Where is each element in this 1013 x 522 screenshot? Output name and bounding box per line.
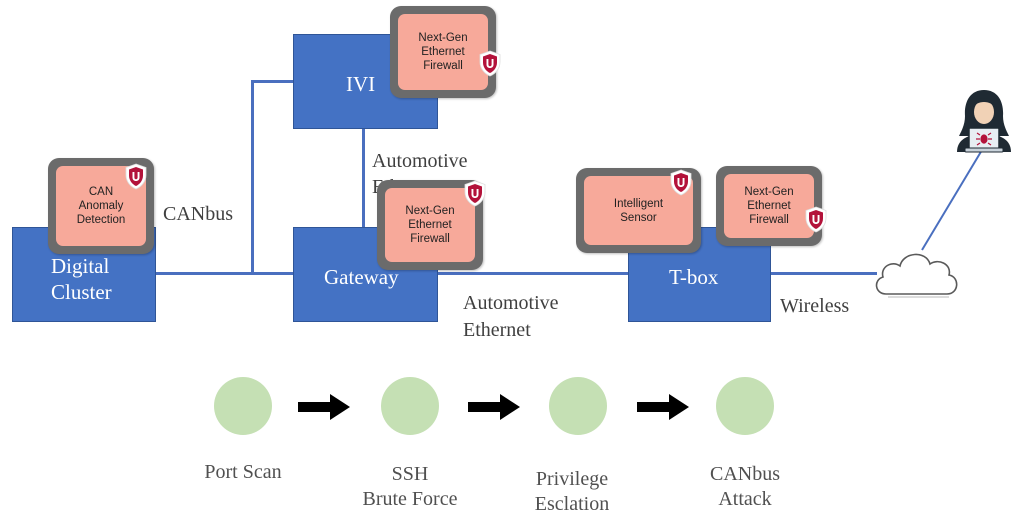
wireless-link-line	[921, 149, 983, 251]
shield-icon	[464, 180, 486, 207]
canbus-branch-vertical	[251, 80, 254, 274]
wireless-link-label: Wireless	[780, 295, 850, 317]
ivi-firewall-module: Next-Gen Ethernet Firewall	[390, 6, 496, 98]
gateway-firewall-label: Next-Gen Ethernet Firewall	[385, 188, 475, 262]
right-arrow-icon	[637, 394, 689, 420]
tbox-firewall-module: Next-Gen Ethernet Firewall	[716, 166, 822, 246]
right-arrow-icon	[298, 394, 350, 420]
canbus-line	[155, 272, 295, 275]
attack-step-label: CANbus Attack	[709, 463, 780, 510]
wireless-line	[769, 272, 877, 275]
ivi-label: IVI	[346, 72, 376, 96]
automotive-ethernet-bottom-label: Automotive Ethernet	[463, 292, 559, 341]
canbus-branch-to-ivi	[251, 80, 295, 83]
right-arrow-icon	[468, 394, 520, 420]
hacker-icon	[957, 90, 1011, 153]
can-anomaly-detection-label: CAN Anomaly Detection	[56, 166, 146, 246]
shield-icon	[479, 50, 501, 77]
gateway-label: Gateway	[324, 265, 399, 289]
attack-step-ssh-brute-force-node	[381, 377, 439, 435]
tbox-firewall-label: Next-Gen Ethernet Firewall	[724, 174, 814, 238]
attack-step-canbus-attack-node	[716, 377, 774, 435]
intelligent-sensor-module: Intelligent Sensor	[576, 168, 701, 253]
attack-step-privilege-escalation-node	[549, 377, 607, 435]
tbox-label: T-box	[669, 265, 719, 289]
attack-step-label: Privilege Esclation	[534, 468, 610, 515]
intelligent-sensor-label: Intelligent Sensor	[584, 176, 693, 245]
attack-step-port-scan-node	[214, 377, 272, 435]
ethernet-ivi-gateway-line	[362, 127, 365, 227]
shield-icon	[805, 206, 827, 233]
ethernet-gateway-tbox-line	[436, 272, 628, 275]
shield-icon	[125, 163, 147, 190]
attack-step-label: Port Scan	[204, 461, 282, 483]
attack-step-label: SSH Brute Force	[362, 463, 458, 510]
cloud-icon	[875, 253, 958, 298]
digital-cluster-label: Digital Cluster	[51, 254, 112, 304]
canbus-link-label: CANbus	[163, 203, 234, 225]
shield-icon	[670, 169, 692, 196]
ivi-firewall-label: Next-Gen Ethernet Firewall	[398, 14, 488, 90]
